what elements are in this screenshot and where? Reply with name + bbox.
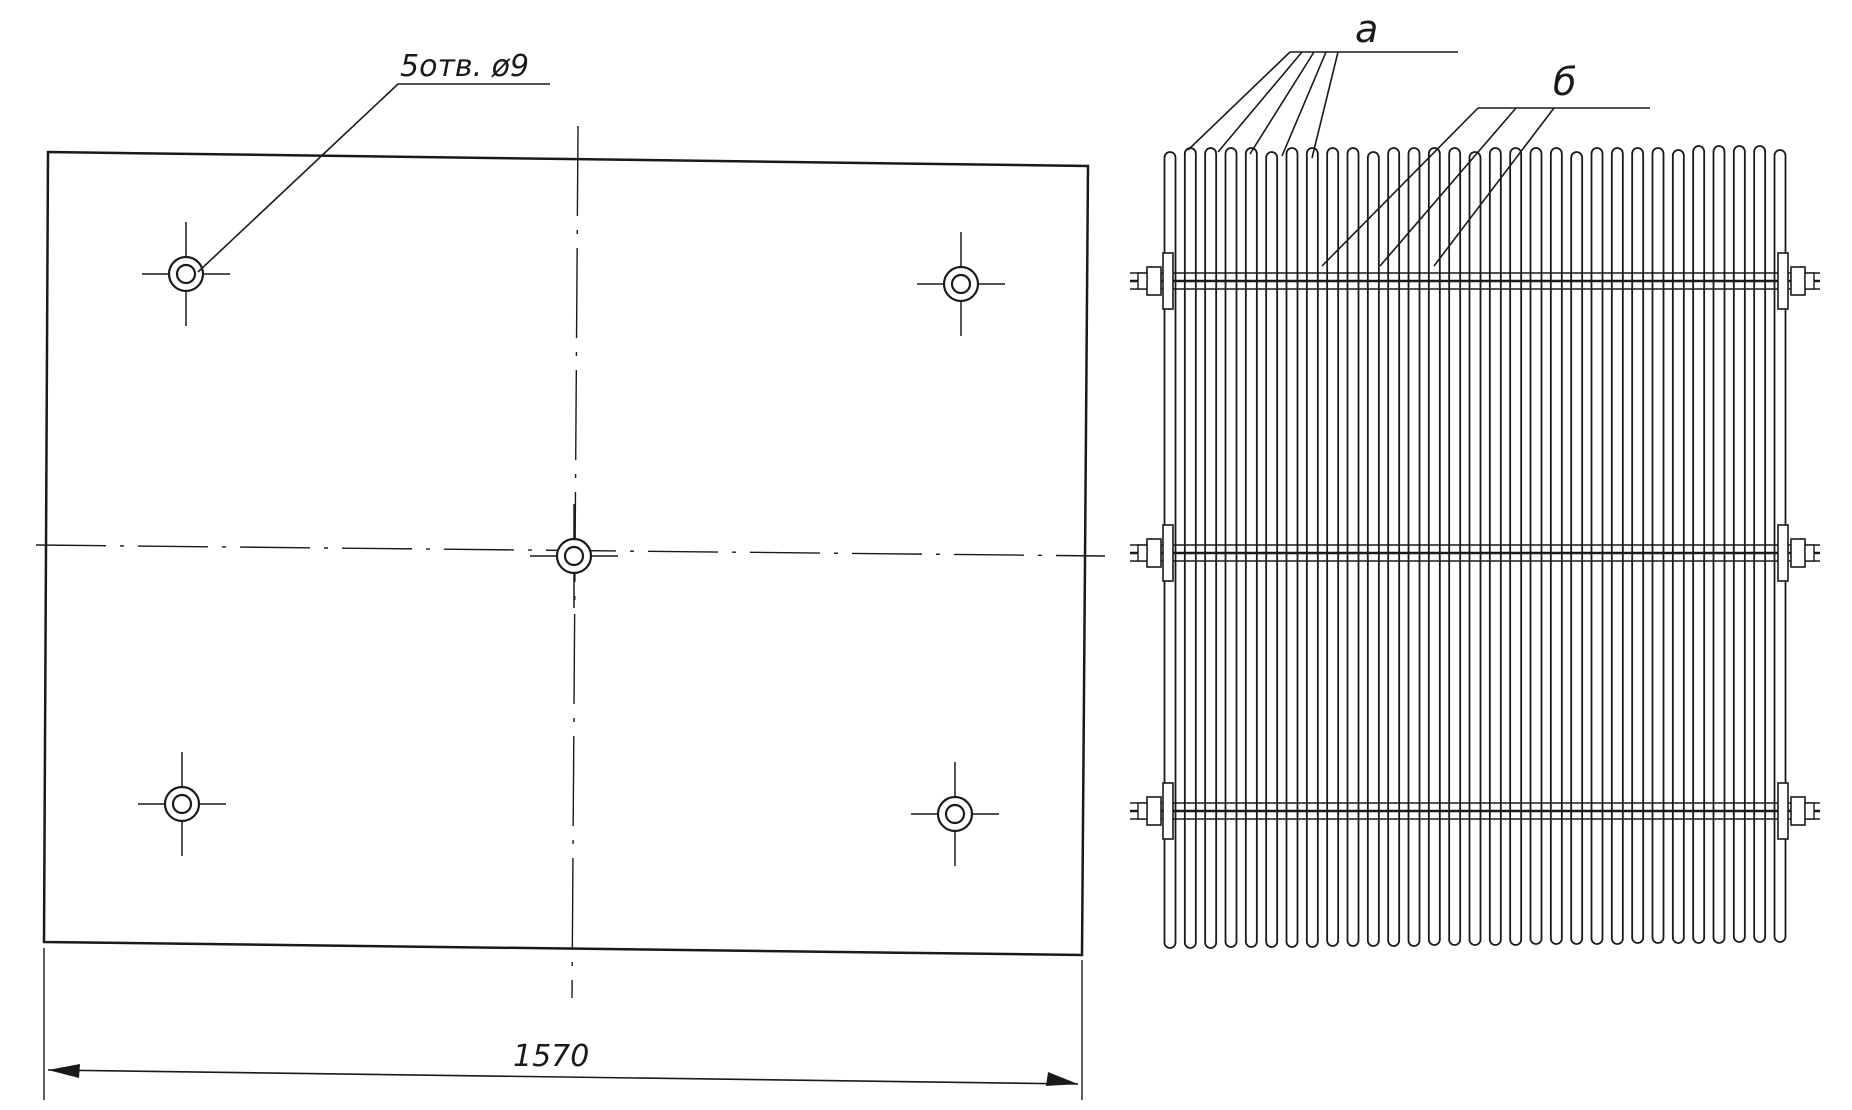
fin — [1732, 145, 1746, 943]
dimension-arrow-right — [1046, 1072, 1078, 1086]
fin — [1346, 147, 1360, 947]
fin — [1204, 147, 1218, 949]
leader-a-line — [1281, 51, 1327, 157]
hole-outer-ring — [163, 785, 201, 823]
label-a: а — [1355, 7, 1378, 51]
rod-nut-right — [1790, 266, 1806, 296]
hole-outer-ring — [555, 537, 593, 575]
rod-nut-left — [1146, 538, 1162, 568]
leader-a-line — [1187, 51, 1291, 151]
fin — [1244, 147, 1258, 948]
fin — [1265, 151, 1279, 948]
rod-nut-left — [1146, 796, 1162, 826]
leaders-a — [1187, 51, 1458, 159]
hole-inner-ring — [950, 273, 972, 295]
tie-rod-2 — [1130, 524, 1820, 582]
hole-5 — [911, 762, 999, 866]
holes-callout-leader — [197, 83, 550, 273]
tie-rods — [1130, 252, 1820, 840]
fin — [1488, 147, 1502, 946]
fin — [1671, 149, 1685, 944]
leader-a-line — [1217, 51, 1303, 153]
leader-a-line — [1311, 51, 1339, 159]
leader-b-line — [1321, 107, 1479, 267]
rod-bolt-end-right — [1804, 802, 1815, 820]
fin — [1366, 151, 1380, 947]
rod-end-plate-right — [1777, 524, 1789, 582]
leader-b-line — [1433, 107, 1555, 267]
tie-rod-3 — [1130, 782, 1820, 840]
hole-3 — [530, 504, 618, 608]
hole-4 — [138, 752, 226, 856]
hole-inner-ring — [944, 803, 966, 825]
fin — [1224, 147, 1238, 948]
fin — [1509, 147, 1523, 946]
plate-view: 5отв. ø9 1570 — [35, 49, 1106, 1100]
hole-outer-ring — [936, 795, 974, 833]
fins — [1163, 145, 1787, 949]
hole-inner-ring — [171, 793, 193, 815]
rod-bolt-end-right — [1804, 544, 1815, 562]
rod-bolt-end-left — [1137, 272, 1148, 290]
fin — [1183, 147, 1197, 949]
fin — [1610, 147, 1624, 945]
fin — [1407, 147, 1421, 947]
rod-bolt-end-left — [1137, 802, 1148, 820]
width-dimension: 1570 — [43, 948, 1083, 1100]
tie-rod-1 — [1130, 252, 1820, 310]
fin — [1753, 145, 1767, 943]
rod-end-plate-right — [1777, 252, 1789, 310]
fin — [1285, 147, 1299, 948]
fin — [1590, 147, 1604, 945]
leaders-b — [1321, 107, 1650, 267]
dimension-line — [47, 1069, 1079, 1085]
mounting-holes — [138, 222, 1005, 866]
rod-nut-right — [1790, 538, 1806, 568]
fin — [1387, 147, 1401, 947]
fin — [1529, 147, 1543, 945]
fin — [1448, 147, 1462, 946]
hole-outer-ring — [167, 255, 205, 293]
hole-outer-ring — [942, 265, 980, 303]
fin — [1305, 147, 1319, 948]
rod-nut-right — [1790, 796, 1806, 826]
dimension-arrow-left — [48, 1064, 80, 1078]
holes-callout-label: 5отв. ø9 — [400, 49, 529, 84]
fin — [1570, 151, 1584, 945]
rod-bolt-end-left — [1137, 544, 1148, 562]
rod-nut-left — [1146, 266, 1162, 296]
fin-assembly-view: а б — [1130, 7, 1820, 949]
rod-end-plate-left — [1162, 524, 1174, 582]
rod-end-plate-left — [1162, 782, 1174, 840]
leader-b-line — [1379, 107, 1517, 267]
rod-end-plate-right — [1777, 782, 1789, 840]
hole-inner-ring — [563, 545, 585, 567]
plate-outline — [42, 150, 1090, 957]
hole-2 — [917, 232, 1005, 336]
fin — [1427, 147, 1441, 946]
fin — [1549, 147, 1563, 945]
fin — [1468, 151, 1482, 946]
rod-end-plate-left — [1162, 252, 1174, 310]
fin — [1326, 147, 1340, 947]
hole-inner-ring — [175, 263, 197, 285]
rod-bolt-end-right — [1804, 272, 1815, 290]
leader-a-line — [1249, 51, 1315, 155]
label-b: б — [1553, 60, 1576, 104]
width-dimension-label: 1570 — [513, 1039, 589, 1074]
hole-1 — [142, 222, 230, 326]
